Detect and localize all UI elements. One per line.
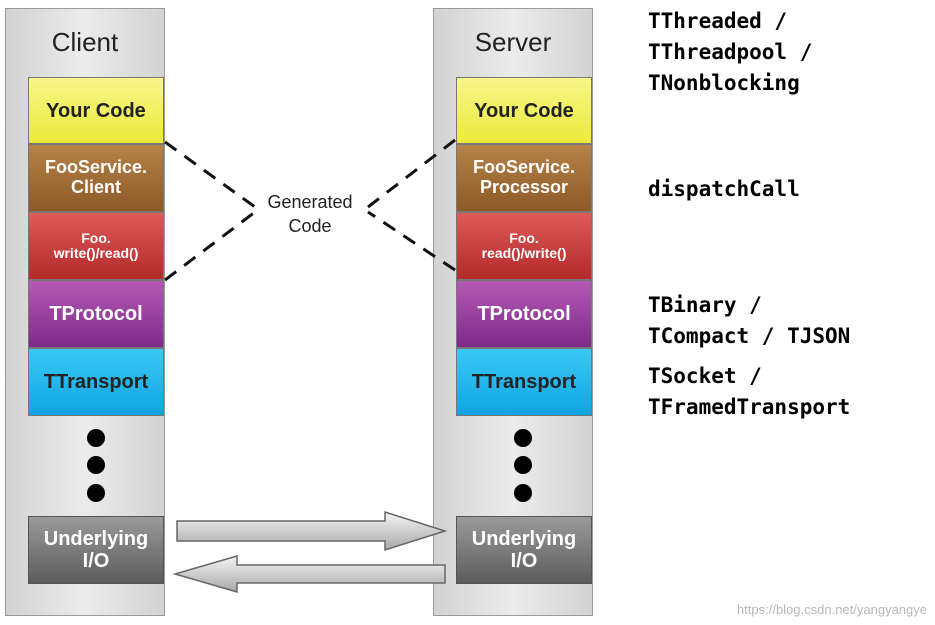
server-ellipsis-dot: [514, 484, 532, 502]
server-protocol-layer: TProtocol: [456, 280, 592, 348]
annotation-server-types: TThreaded / TThreadpool / TNonblocking: [648, 9, 813, 95]
client-foo-layer: Foo. write()/read(): [28, 212, 164, 280]
client-ellipsis-dot: [87, 484, 105, 502]
dashed-line-client-bottom: [164, 210, 256, 282]
client-service-layer: FooService. Client: [28, 144, 164, 212]
annotation-dispatch: dispatchCall: [648, 177, 800, 201]
server-column: Server Your Code FooService. Processor F…: [433, 8, 593, 616]
annotation-protocols: TBinary / TCompact / TJSON: [648, 293, 851, 348]
client-column: Client Your Code FooService. Client Foo.…: [5, 8, 165, 616]
arrow-left: [172, 555, 446, 593]
server-title: Server: [474, 27, 552, 57]
client-transport-layer: TTransport: [28, 348, 164, 416]
client-title: Client: [51, 27, 119, 57]
dashed-line-server-top: [367, 138, 456, 209]
server-service-layer: FooService. Processor: [456, 144, 592, 212]
dashed-line-server-bottom: [367, 210, 456, 272]
client-protocol-layer: TProtocol: [28, 280, 164, 348]
dashed-line-client-top: [164, 140, 256, 209]
client-your-code-layer: Your Code: [28, 77, 164, 144]
watermark: https://blog.csdn.net/yangyangye: [736, 602, 927, 617]
server-transport-layer: TTransport: [456, 348, 592, 416]
server-foo-layer: Foo. read()/write(): [456, 212, 592, 280]
server-ellipsis-dot: [514, 429, 532, 447]
client-io-layer: Underlying I/O: [28, 516, 164, 584]
client-ellipsis-dot: [87, 456, 105, 474]
server-ellipsis-dot: [514, 456, 532, 474]
server-your-code-layer: Your Code: [456, 77, 592, 144]
annotation-transports: TSocket / TFramedTransport: [648, 364, 851, 419]
server-io-layer: Underlying I/O: [456, 516, 592, 584]
generated-code-label: Generated Code: [267, 192, 353, 236]
client-ellipsis-dot: [87, 429, 105, 447]
arrow-right: [176, 510, 448, 552]
